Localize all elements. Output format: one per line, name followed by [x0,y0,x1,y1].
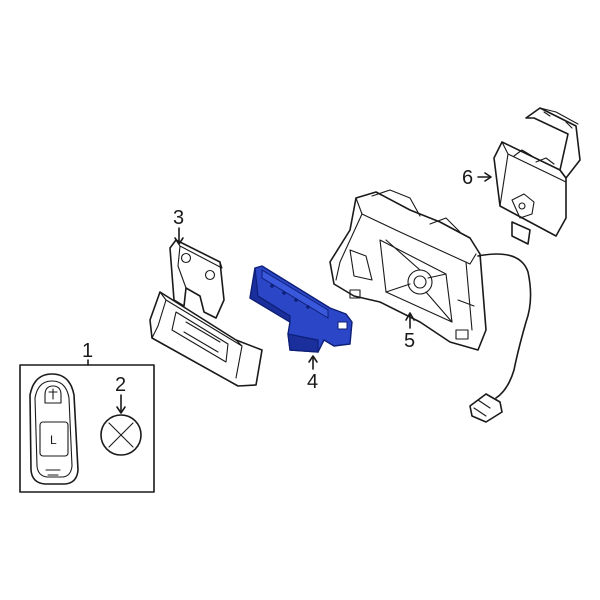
part-1-inset-box [19,364,155,493]
fob-button-letter: L [50,433,57,447]
part-4-highlighted-bracket [249,265,353,370]
part-5-connector [469,393,503,423]
callout-1: 1 [82,340,93,362]
part-2-battery-group [100,394,142,456]
fob-top-button [44,385,62,404]
part-3-housing [149,291,263,387]
part-5-housing [329,191,487,351]
part-5-control-unit-group [329,189,532,423]
part-3-bracket-group [149,227,263,387]
part-4-body [249,265,353,353]
callout-5: 5 [404,330,415,352]
part-6-module-body [493,141,567,237]
key-fob-body [29,373,79,485]
part-6-module-group [477,107,581,245]
part-1-key-fob-group: L [19,364,155,493]
callout-6: 6 [462,167,473,189]
part-5-wire [477,253,532,399]
part-6-top-clip [525,107,581,179]
callout-2: 2 [115,374,126,396]
callout-3: 3 [173,207,184,229]
part-3-upright-bracket [169,239,225,319]
fob-main-button [39,421,69,457]
callout-4: 4 [307,371,318,393]
battery-cross-mark [108,422,134,448]
